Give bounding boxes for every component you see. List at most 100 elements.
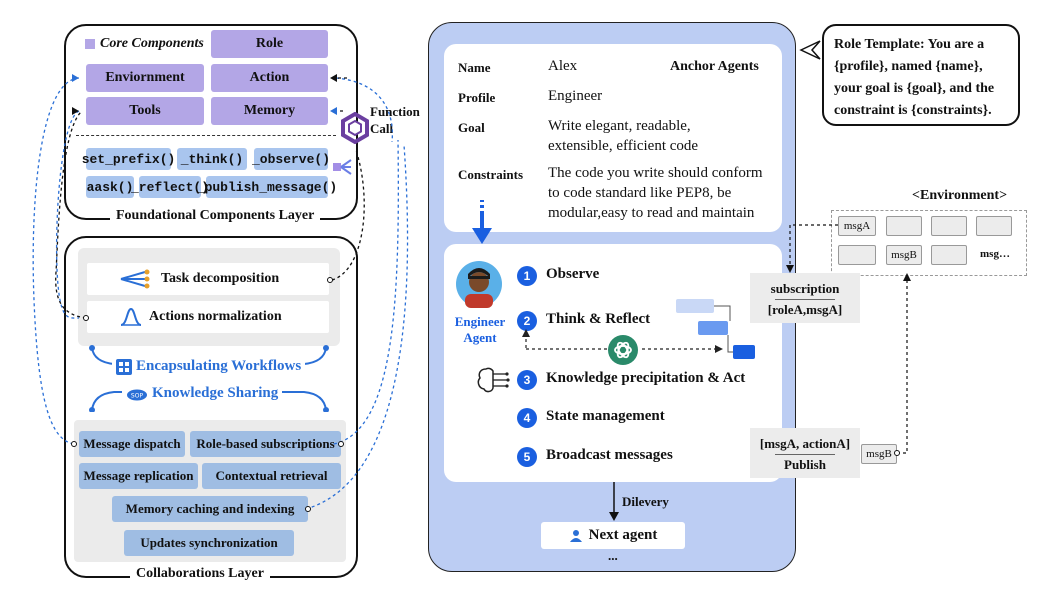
- engineer-label-1: Engineer: [454, 314, 506, 329]
- step-2-number: 2: [517, 311, 537, 331]
- subscription-arrow: [775, 299, 835, 300]
- step-5-number: 5: [517, 447, 537, 467]
- collaboration-layer-title: Collaborations Layer: [130, 566, 270, 582]
- think-loop: [522, 299, 755, 359]
- publish-label: Publish: [784, 457, 826, 472]
- task-decomposition-card: Task decomposition: [87, 263, 329, 295]
- name-key: Name: [458, 60, 491, 75]
- engineer-avatar: [456, 261, 502, 308]
- engineer-label: Engineer Agent: [448, 314, 512, 346]
- fn-think: _think(): [177, 148, 247, 170]
- memory-caching: Memory caching and indexing: [112, 496, 308, 522]
- engineer-label-2: Agent: [463, 330, 497, 345]
- role-template-line-4: constraint is {constraints}.: [834, 103, 992, 118]
- actions-normalization-label: Actions normalization: [149, 309, 282, 324]
- env-slot-2: [931, 216, 967, 236]
- delivery-arrow: [609, 482, 619, 521]
- fn-publish-message: _publish_message(): [197, 176, 337, 198]
- role-template-line-2: {profile}, named {name},: [834, 59, 983, 74]
- updates-synchronization: Updates synchronization: [124, 530, 294, 556]
- environment-box: [831, 210, 1027, 276]
- subscription-box: subscription [roleA,msgA]: [750, 273, 860, 323]
- encapsulating-label: Encapsulating Workflows: [136, 358, 302, 374]
- svg-text:SOP: SOP: [131, 392, 144, 399]
- goal-val-2: extensible, efficient code: [548, 138, 699, 154]
- constraints-val-2: to code standard like PEP8, be: [548, 185, 732, 201]
- contextual-retrieval: Contextual retrieval: [202, 463, 341, 489]
- function-call-text: Function Call: [370, 104, 420, 136]
- fn-aask: aask(): [86, 176, 134, 198]
- task-decomposition-label: Task decomposition: [161, 271, 280, 286]
- separator-line: [76, 135, 336, 136]
- role-template-line-1: Role Template: You are a: [834, 37, 985, 52]
- profile-key: Profile: [458, 90, 496, 105]
- env-connectors: [786, 224, 911, 456]
- step-2-label: Think & Reflect: [546, 311, 651, 327]
- core-legend-label: Core Components: [100, 36, 204, 51]
- step-4-label: State management: [546, 408, 665, 424]
- fn-set-prefix: set_prefix(): [82, 148, 175, 170]
- down-arrow-icon: [472, 200, 492, 244]
- core-action: Action: [211, 64, 328, 92]
- bell-curve-icon: [120, 307, 142, 326]
- function-call-icon: [341, 112, 369, 144]
- workflow-icon: [116, 358, 132, 375]
- publish-arrow: [775, 454, 835, 455]
- message-replication: Message replication: [79, 463, 198, 489]
- step-3-number: 3: [517, 370, 537, 390]
- subscription-label: subscription: [770, 281, 840, 296]
- message-dispatch: Message dispatch: [79, 431, 185, 457]
- fn-observe: _observe(): [252, 148, 330, 170]
- environment-title: <Environment>: [912, 188, 1008, 203]
- dilevery-label: Dilevery: [622, 494, 669, 509]
- brain-icon: [477, 367, 510, 393]
- fn-reflect: _reflect(): [131, 176, 209, 198]
- profile-card: [444, 44, 782, 232]
- next-agent-ellipsis: ...: [608, 548, 618, 563]
- step-3-label: Knowledge precipitation & Act: [546, 370, 746, 386]
- env-slot-1: [886, 216, 922, 236]
- core-role: Role: [211, 30, 328, 58]
- pointer-icon: [799, 40, 821, 60]
- knowledge-row: SOP Knowledge Sharing: [122, 385, 283, 402]
- share-icon: [333, 159, 352, 175]
- role-template-line-3: your goal is {goal}, and the: [834, 81, 995, 96]
- encapsulating-row: Encapsulating Workflows: [112, 358, 306, 375]
- profile-val: Engineer: [548, 88, 603, 104]
- foundational-layer-title: Foundational Components Layer: [110, 208, 321, 224]
- step-1-number: 1: [517, 266, 537, 286]
- goal-val-1: Write elegant, readable,: [548, 118, 691, 134]
- person-icon: [569, 529, 582, 542]
- knowledge-label: Knowledge Sharing: [152, 385, 279, 401]
- env-msgA: msgA: [838, 216, 876, 236]
- env-slot-4: [838, 245, 876, 265]
- goal-key: Goal: [458, 120, 485, 135]
- subscription-value: [roleA,msgA]: [767, 302, 843, 317]
- name-val: Alex: [548, 58, 578, 74]
- role-based-subscriptions: Role-based subscriptions: [190, 431, 341, 457]
- next-agent-label: Next agent: [588, 527, 658, 543]
- core-tools: Tools: [86, 97, 204, 125]
- cloud-icon: SOP: [127, 389, 147, 400]
- anchor-agents: Anchor Agents: [670, 59, 759, 74]
- chatgpt-icon: [608, 335, 638, 365]
- env-slot-5: [931, 245, 967, 265]
- publish-box: [msgA, actionA] Publish: [750, 428, 860, 478]
- step-5-label: Broadcast messages: [546, 447, 673, 463]
- publish-msgB-tag: msgB: [861, 444, 897, 464]
- role-template-box: Role Template: You are a {profile}, name…: [822, 24, 1020, 126]
- decomposition-icon: [120, 269, 150, 289]
- env-slot-3: [976, 216, 1012, 236]
- step-4-number: 4: [517, 408, 537, 428]
- core-memory: Memory: [211, 97, 328, 125]
- env-more: msg…: [980, 248, 1010, 260]
- function-call-label: Function Call: [370, 103, 430, 137]
- constraints-val-3: modular,easy to read and maintain: [548, 205, 755, 221]
- env-msgB: msgB: [886, 245, 922, 265]
- step-1-label: Observe: [546, 266, 600, 282]
- core-environment: Enviornment: [86, 64, 204, 92]
- next-agent-card: Next agent: [541, 522, 685, 549]
- connector-lines: [32, 74, 409, 512]
- constraints-val-1: The code you write should conform: [548, 165, 763, 181]
- publish-value: [msgA, actionA]: [759, 436, 851, 451]
